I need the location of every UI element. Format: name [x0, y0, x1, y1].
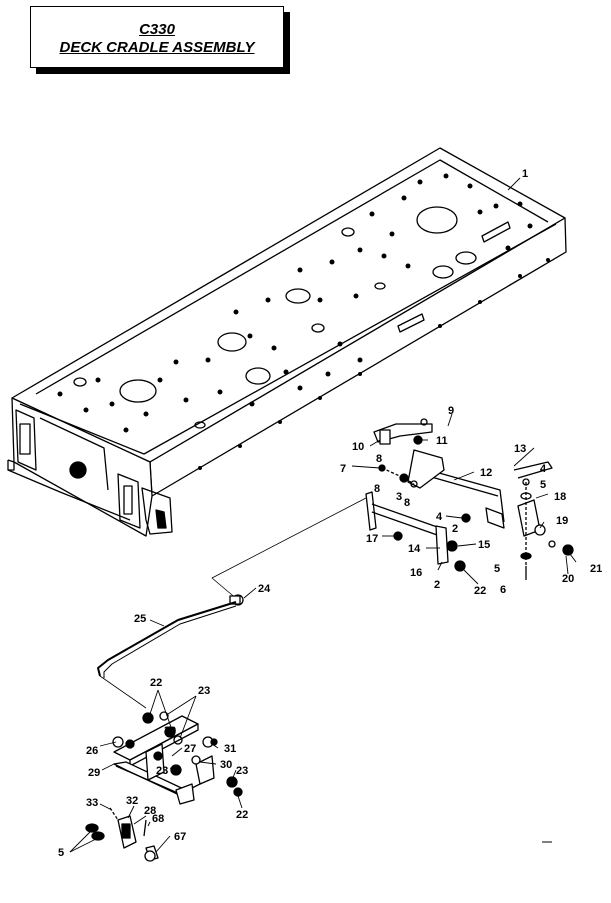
callout-18: 18 — [554, 491, 566, 503]
callout-11: 11 — [436, 435, 448, 447]
callout-8: 8 — [376, 453, 382, 465]
callout-14: 14 — [408, 543, 421, 555]
callout-68: 68 — [152, 813, 164, 825]
callout-8c: 8 — [404, 497, 410, 509]
callout-31: 31 — [224, 743, 236, 755]
callout-23: 23 — [198, 685, 210, 697]
callout-30: 30 — [164, 725, 176, 737]
callout-67: 67 — [174, 831, 186, 843]
right-linkage — [365, 418, 574, 580]
callout-3: 3 — [396, 491, 402, 503]
callout-17: 17 — [366, 533, 378, 545]
callout-12: 12 — [480, 467, 492, 479]
callout-13: 13 — [514, 443, 526, 455]
callout-5c: 5 — [58, 847, 64, 859]
callout-23b: 23 — [156, 765, 168, 777]
callout-4b: 4 — [436, 511, 443, 523]
callout-23c: 23 — [236, 765, 248, 777]
callout-21: 21 — [590, 563, 602, 575]
callout-30b: 30 — [220, 759, 232, 771]
callout-16: 16 — [410, 567, 422, 579]
callout-22c: 22 — [236, 809, 248, 821]
callout-4: 4 — [540, 463, 547, 475]
callout-20: 20 — [562, 573, 574, 585]
callout-22b: 22 — [150, 677, 162, 689]
cradle-frame — [7, 147, 567, 537]
callout-28: 28 — [144, 805, 156, 817]
callout-29: 29 — [88, 767, 100, 779]
diagram-code: C330 — [139, 21, 175, 38]
callout-15: 15 — [478, 539, 490, 551]
callout-5: 5 — [540, 479, 546, 491]
callout-24: 24 — [258, 583, 271, 595]
diagram-title: DECK CRADLE ASSEMBLY — [59, 39, 255, 56]
callout-10: 10 — [352, 441, 364, 453]
callout-8b: 8 — [374, 483, 380, 495]
callout-25: 25 — [134, 613, 146, 625]
callout-9: 9 — [448, 405, 454, 417]
callout-22: 22 — [474, 585, 486, 597]
callout-1: 1 — [522, 168, 528, 180]
callout-32: 32 — [126, 795, 138, 807]
callout-6: 6 — [500, 584, 506, 596]
callout-33: 33 — [86, 797, 98, 809]
callout-5b: 5 — [494, 563, 500, 575]
leader-lines — [69, 177, 577, 853]
title-box: C330 DECK CRADLE ASSEMBLY — [30, 6, 284, 68]
callout-labels: 1 9 10 11 8 13 7 8 12 4 3 8 5 18 4 2 19 … — [58, 168, 602, 859]
callout-26: 26 — [86, 745, 98, 757]
callout-2: 2 — [452, 523, 458, 535]
lift-cable — [97, 497, 367, 709]
callout-27: 27 — [184, 743, 196, 755]
callout-7: 7 — [340, 463, 346, 475]
frame-holes — [57, 173, 550, 470]
callout-19: 19 — [556, 515, 568, 527]
callout-2b: 2 — [434, 579, 440, 591]
